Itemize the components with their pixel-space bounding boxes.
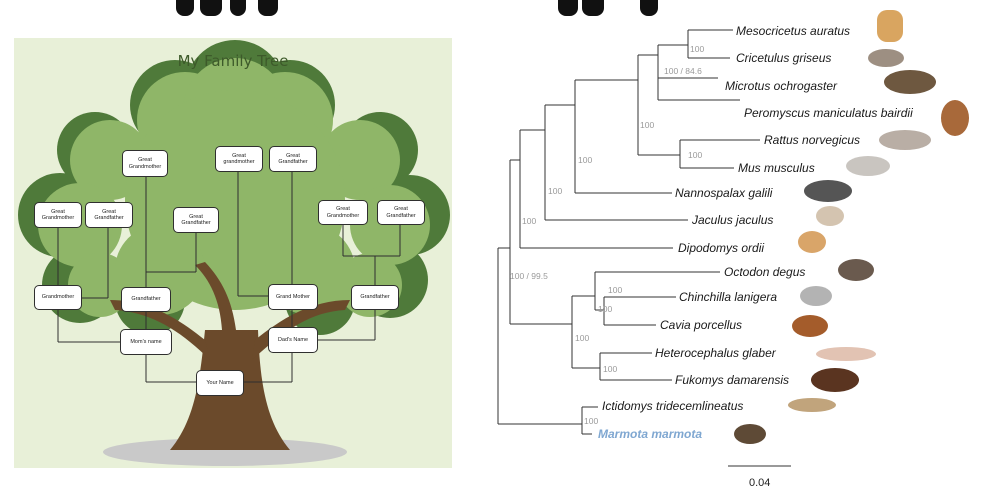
taxon-label: Mesocricetus auratus <box>736 24 851 38</box>
your-name-box: Your Name <box>196 370 244 396</box>
family-tree-illustration <box>18 40 450 466</box>
taxon-label: Cricetulus griseus <box>736 51 832 65</box>
great-grandmother-box: Great Grandmother <box>122 150 168 177</box>
family-tree-title: My Family Tree <box>177 52 289 70</box>
support-value: 100 <box>548 186 563 196</box>
support-value: 100 <box>575 333 590 343</box>
taxon-label: Chinchilla lanigera <box>679 290 778 304</box>
taxon-label: Nannospalax galili <box>675 186 773 200</box>
scale-bar-label: 0.04 <box>749 477 771 489</box>
taxon-label: Cavia porcellus <box>660 318 743 332</box>
moms-name-box: Mom's name <box>120 329 172 355</box>
great-grandfather-box: Great Grandfather <box>173 207 219 233</box>
taxon-label: Microtus ochrogaster <box>725 79 838 93</box>
taxon-label: Mus musculus <box>738 161 815 175</box>
support-value: 100 <box>598 304 613 314</box>
great-grandfather-box: Great Grandfather <box>377 200 425 225</box>
support-value: 100 <box>640 120 655 130</box>
cropped-header-text <box>0 0 1005 30</box>
support-value: 100 <box>522 216 537 226</box>
great-grandfather-box: Great Grandfather <box>269 146 317 172</box>
grandmother-box: Grandmother <box>34 285 82 310</box>
great-grandfather-box: Great Grandfather <box>85 202 133 228</box>
support-value: 100 <box>608 285 623 295</box>
taxon-label: Rattus norvegicus <box>764 133 861 147</box>
great-grandmother-box: Great Grandmother <box>34 202 82 228</box>
taxon-label: Peromyscus maniculatus bairdii <box>744 106 913 120</box>
grandfather-box: Grandfather <box>351 285 399 310</box>
support-value: 100 / 99.5 <box>510 271 548 281</box>
taxon-label-highlighted: Marmota marmota <box>598 427 703 441</box>
dads-name-box: Dad's Name <box>268 327 318 353</box>
animal-illustrations <box>734 10 969 444</box>
support-value: 100 <box>578 155 593 165</box>
support-value: 100 <box>688 150 703 160</box>
taxon-label: Heterocephalus glaber <box>655 346 776 360</box>
grandfather-box: Grandfather <box>121 287 171 312</box>
grand-mother-box: Grand Mother <box>268 284 318 310</box>
taxon-label: Jaculus jaculus <box>692 213 774 227</box>
support-value: 100 <box>584 416 599 426</box>
taxon-label: Dipodomys ordii <box>678 241 765 255</box>
support-value: 100 <box>690 44 705 54</box>
taxon-label: Octodon degus <box>724 265 806 279</box>
great-grandmother-box: Great grandmother <box>215 146 263 172</box>
great-grandmother-box: Great Grandmother <box>318 200 368 225</box>
taxon-label: Fukomys damarensis <box>675 373 790 387</box>
taxon-label: Ictidomys tridecemlineatus <box>602 399 744 413</box>
support-value: 100 <box>603 364 618 374</box>
support-value: 100 / 84.6 <box>664 66 702 76</box>
